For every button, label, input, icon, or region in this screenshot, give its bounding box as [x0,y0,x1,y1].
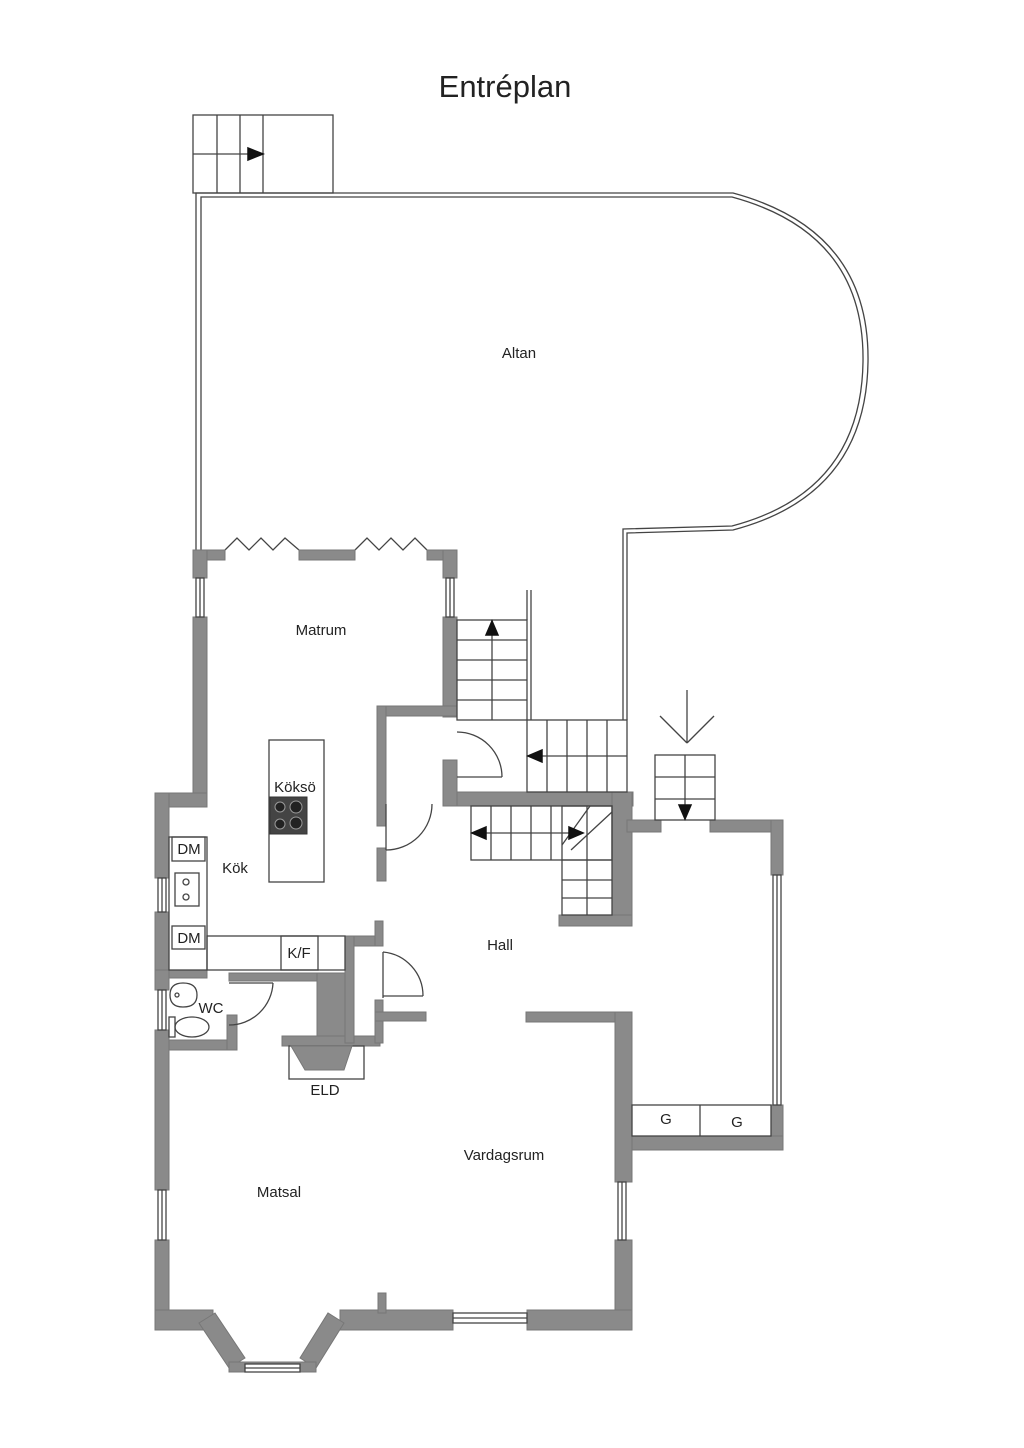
folding-doors [224,537,428,551]
storage [631,1104,772,1137]
stair-arrow-icon [484,619,500,636]
stair-arrow-icon [470,825,487,841]
room-label-kok: Kök [222,860,248,877]
walls [154,549,784,1373]
room-label-koksö: Köksö [274,779,316,796]
room-label-altan: Altan [502,345,536,362]
deck-outline [192,114,869,720]
windows [157,577,782,1373]
stair-arrow-icon [526,748,543,764]
fixture-label-g1: G [660,1111,672,1128]
stair-hall [470,805,613,916]
room-label-matrum: Matrum [296,622,347,639]
room-label-eld: ELD [310,1082,339,1099]
room-label-matsal: Matsal [257,1184,301,1201]
stair-upper [456,590,628,793]
kitchen-island [268,739,325,883]
wc-fixtures [168,982,210,1038]
fixture-label-kf: K/F [287,945,310,962]
fixture-label-dm-top: DM [177,841,200,858]
fixture-label-dm-bottom: DM [177,930,200,947]
room-labels: Altan Matrum Köksö Kök Hall WC ELD Varda… [177,345,743,1201]
stair-arrow-icon [247,146,266,162]
entrance-stair [654,690,716,821]
room-label-wc: WC [199,1000,224,1017]
doors [228,731,503,1026]
stair-arrow-icon [568,825,585,841]
plan-title: Entréplan [439,69,572,104]
fixture-label-g2: G [731,1114,743,1131]
fireplace [288,1045,365,1080]
kitchen-counters [168,836,346,971]
room-label-vardagsrum: Vardagsrum [464,1147,545,1164]
room-label-hall: Hall [487,937,513,954]
stair-arrow-icon [677,804,693,821]
